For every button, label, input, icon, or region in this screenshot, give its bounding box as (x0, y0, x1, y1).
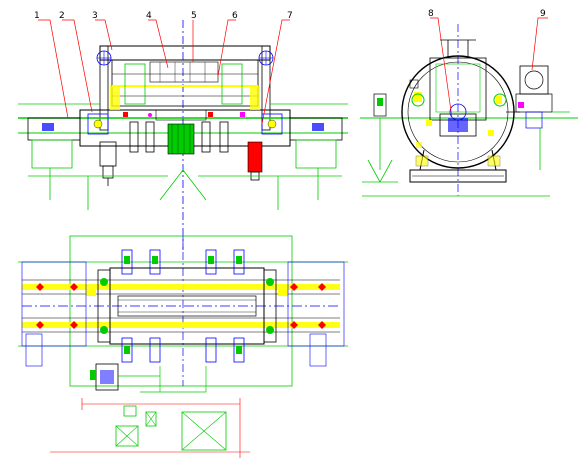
callout-1: 1 (34, 11, 40, 21)
callout-9: 9 (540, 9, 546, 19)
green-drum (167, 123, 195, 155)
right-fan-icon (258, 50, 274, 66)
red-markers (36, 283, 326, 329)
side-view (360, 17, 578, 197)
callout-7: 7 (287, 11, 293, 21)
callout-5: 5 (191, 11, 197, 21)
plan-view (18, 235, 348, 458)
side-motor (519, 65, 549, 95)
left-motor (99, 141, 117, 186)
front-elevation-view (18, 19, 348, 250)
top-frame (99, 45, 271, 61)
callout-8: 8 (428, 9, 434, 19)
drum-base (409, 169, 507, 183)
callout-4: 4 (146, 11, 152, 21)
right-motor (247, 141, 263, 181)
callout-2: 2 (59, 11, 65, 21)
callout-6: 6 (232, 11, 238, 21)
callout-leaders (38, 19, 290, 125)
left-fan-icon (96, 50, 112, 66)
plan-wheels (121, 249, 245, 363)
callout-3: 3 (92, 11, 98, 21)
